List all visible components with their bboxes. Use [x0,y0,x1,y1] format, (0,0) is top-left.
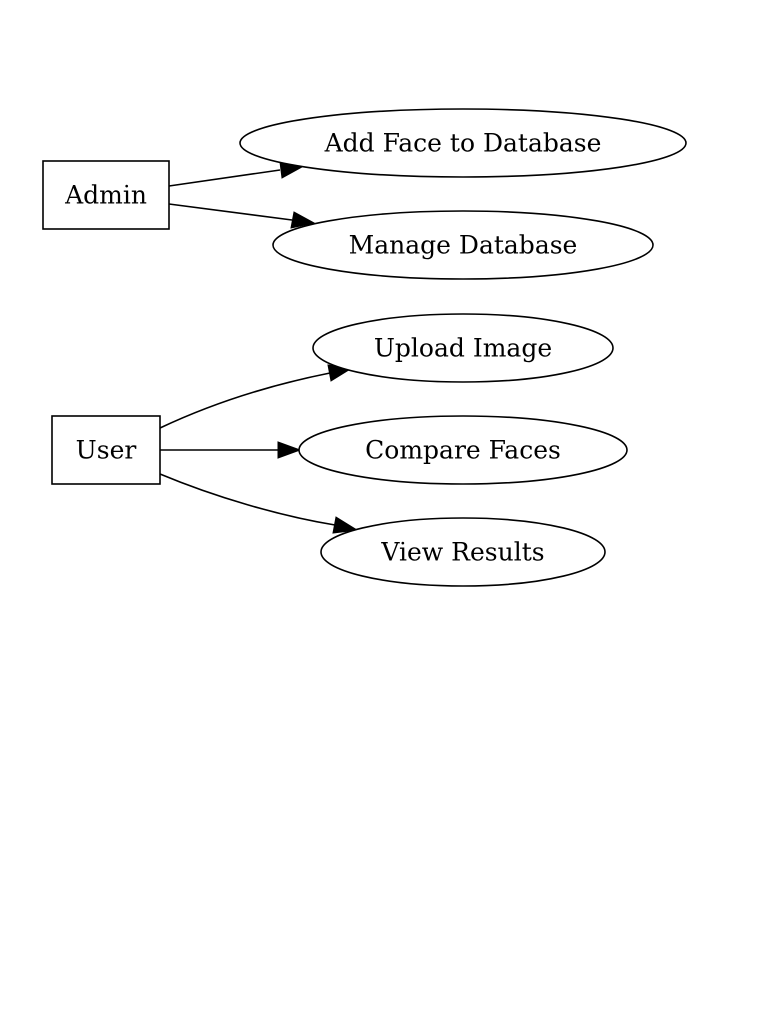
use-case-ellipse-compare-faces [298,415,628,485]
actor-box-user [51,415,161,485]
use-case-label-manage-db: Manage Database [349,231,578,260]
use-case-upload-image: Upload Image [312,313,614,383]
arrowhead-user-compare-faces [277,441,302,459]
actor-admin: Admin [42,160,170,230]
edges [159,161,359,534]
actor-box-admin [42,160,170,230]
actor-label-user: User [76,436,137,465]
use-case-ellipse-upload-image [312,313,614,383]
edge-user-upload-image [159,372,331,429]
use-case-ellipse-view-results [320,517,606,587]
edge-admin-manage-db [168,203,293,221]
use-case-ellipse-manage-db [272,210,654,280]
use-case-label-view-results: View Results [380,538,544,567]
use-case-label-add-face: Add Face to Database [324,129,602,158]
actor-label-admin: Admin [64,181,147,210]
use-case-ellipse-add-face [239,108,687,178]
use-case-add-face: Add Face to Database [239,108,687,178]
use-case-manage-db: Manage Database [272,210,654,280]
actor-user: User [51,415,161,485]
use-case-compare-faces: Compare Faces [298,415,628,485]
edge-admin-add-face [168,169,281,187]
use-case-view-results: View Results [320,517,606,587]
arrowhead-admin-manage-db [290,211,316,229]
edge-user-view-results [159,473,336,526]
arrowhead-user-view-results [332,516,359,534]
use-case-label-compare-faces: Compare Faces [365,436,561,465]
use-case-label-upload-image: Upload Image [374,334,552,363]
